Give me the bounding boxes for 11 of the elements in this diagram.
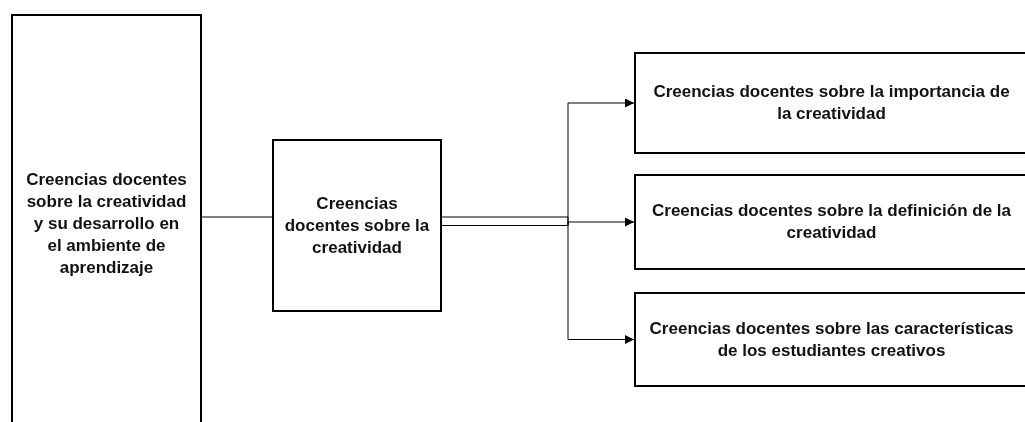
box-label: Creencias docentes sobre la creatividad: [284, 192, 430, 259]
process-box: [634, 52, 1025, 154]
box-label: Creencias docentes sobre las características de los estudiantes creativos: [648, 317, 1015, 362]
process-box: [11, 14, 202, 422]
process-box: [634, 174, 1025, 270]
box-label: Creencias docentes sobre la creatividad y su desarrollo en el ambiente de aprendizaje: [25, 169, 188, 279]
box-label: Creencias docentes sobre la importancia de la creatividad: [652, 81, 1011, 125]
process-box: [272, 139, 442, 312]
process-box: [634, 292, 1025, 387]
arrow: [441, 225, 635, 344]
box-label: Creencias docentes sobre la definición de la creatividad: [651, 200, 1012, 244]
